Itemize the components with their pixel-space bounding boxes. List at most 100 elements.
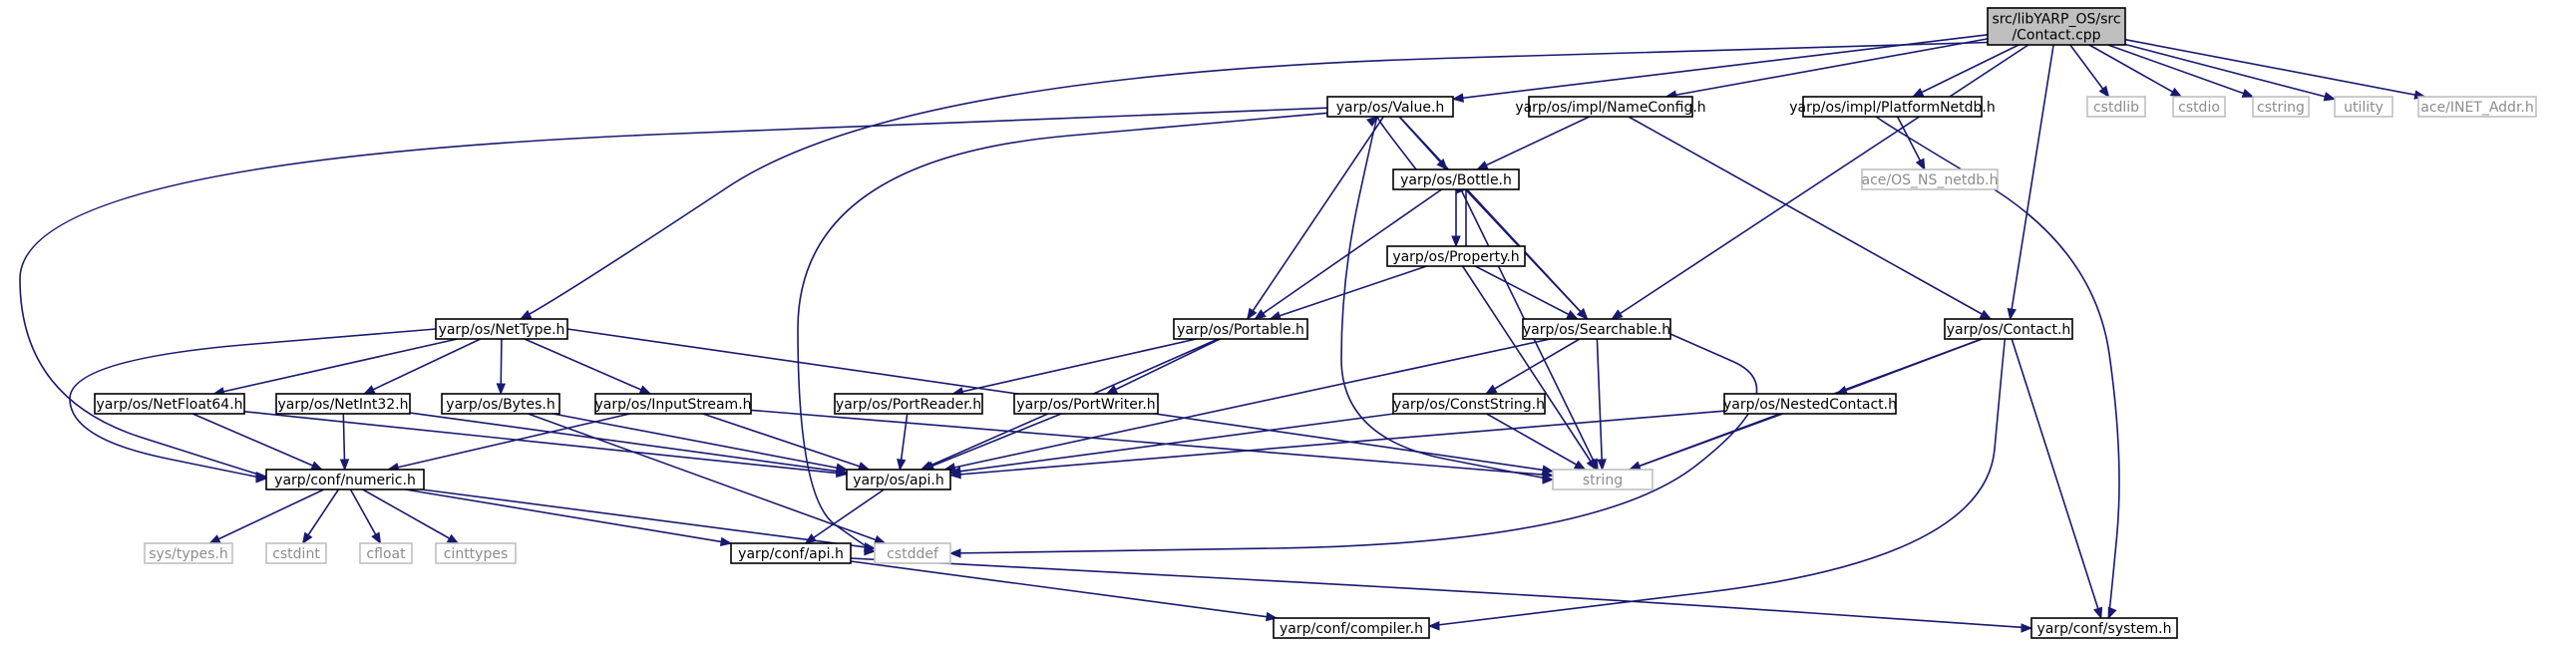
node-bytes[interactable]: yarp/os/Bytes.h — [441, 393, 560, 415]
node-nameconfig[interactable]: yarp/os/impl/NameConfig.h — [1515, 96, 1706, 118]
edge-arrowhead — [1475, 161, 1489, 170]
node-bottle[interactable]: yarp/os/Bottle.h — [1392, 168, 1520, 190]
edge-arrowhead — [1573, 460, 1587, 471]
node-netfloat64[interactable]: yarp/os/NetFloat64.h — [94, 393, 245, 415]
node-system[interactable]: yarp/conf/system.h — [2030, 617, 2178, 639]
edge-line — [850, 557, 2032, 629]
node-numeric[interactable]: yarp/conf/numeric.h — [265, 469, 425, 490]
edge-line — [405, 488, 732, 544]
edge-root-to-utility — [2124, 43, 2337, 102]
edge-contact-to-system — [2011, 338, 2103, 620]
edge-searchable-to-string — [1596, 338, 1607, 472]
node-root[interactable]: src/libYARP_OS/src/Contact.cpp — [1987, 7, 2126, 46]
node-box — [359, 542, 413, 564]
node-label: cstdint — [272, 546, 320, 562]
node-nettype[interactable]: yarp/os/NetType.h — [435, 318, 568, 340]
edge-line — [1912, 44, 2020, 98]
node-inputstream[interactable]: yarp/os/InputStream.h — [594, 393, 752, 415]
edge-line — [19, 107, 1328, 478]
edge-netfloat64-to-numeric — [191, 413, 324, 471]
edge-line — [69, 328, 437, 480]
node-string: string — [1552, 469, 1654, 490]
node-box — [1392, 393, 1546, 415]
edge-line — [1376, 116, 1417, 170]
node-osapi[interactable]: yarp/os/api.h — [846, 469, 951, 490]
edge-line — [1476, 116, 1591, 170]
edge-platformnetdb-to-system — [1875, 116, 2120, 620]
edge-line — [1340, 116, 1554, 481]
node-cinttypes: cinttypes — [435, 542, 517, 564]
node-portwriter[interactable]: yarp/os/PortWriter.h — [1013, 393, 1159, 415]
node-contact[interactable]: yarp/os/Contact.h — [1944, 318, 2073, 340]
node-compiler[interactable]: yarp/conf/compiler.h — [1273, 617, 1430, 639]
node-inetaddr: ace/INET_Addr.h — [2417, 96, 2537, 118]
edge-arrowhead — [1586, 458, 1598, 472]
edge-arrowhead — [1436, 159, 1448, 170]
edge-nameconfig-to-bottle — [1475, 116, 1591, 170]
edge-arrowhead — [1246, 307, 1258, 321]
edge-conststring-to-string — [1486, 413, 1587, 471]
node-label: yarp/os/InputStream.h — [594, 397, 751, 413]
edge-line — [1875, 116, 2120, 619]
node-label: yarp/os/Value.h — [1336, 100, 1445, 116]
edge-arrowhead — [2021, 623, 2033, 633]
edge-line — [520, 41, 1989, 320]
edge-contact-to-compiler — [1427, 338, 2007, 631]
node-label: yarp/os/Bytes.h — [446, 397, 554, 413]
node-box — [435, 542, 517, 564]
edge-arrowhead — [719, 536, 733, 547]
node-label: ace/OS_NS_netdb.h — [1862, 172, 1999, 188]
edge-netfloat64-to-osapi — [243, 411, 849, 479]
edge-line — [949, 333, 1758, 554]
edge-arrowhead — [948, 548, 961, 558]
node-cstring: cstring — [2252, 96, 2310, 118]
node-conststring[interactable]: yarp/os/ConstString.h — [1392, 393, 1546, 415]
node-portreader[interactable]: yarp/os/PortReader.h — [834, 393, 983, 415]
node-box — [265, 542, 327, 564]
edge-portreader-to-osapi — [897, 413, 909, 472]
node-box — [730, 542, 852, 564]
edge-line — [1464, 188, 1589, 320]
edge-line — [528, 413, 886, 544]
edges-layer — [19, 34, 2426, 633]
edge-line — [952, 338, 1197, 395]
node-platformnetdb[interactable]: yarp/os/impl/PlatformNetdb.h — [1789, 96, 1996, 118]
node-label: yarp/conf/numeric.h — [274, 473, 416, 488]
node-label: utility — [2344, 100, 2384, 116]
edge-arrowhead — [2093, 606, 2103, 620]
edge-line — [363, 338, 482, 395]
edge-portwriter-to-osapi — [921, 413, 1062, 471]
node-property[interactable]: yarp/os/Property.h — [1386, 245, 1526, 267]
edge-line — [2124, 43, 2336, 101]
node-cstdio: cstdio — [2172, 96, 2226, 118]
edge-arrowhead — [2169, 87, 2183, 98]
edge-inputstream-to-string — [750, 409, 1555, 480]
node-box — [834, 393, 983, 415]
node-label: cfloat — [366, 546, 406, 562]
node-box — [1522, 318, 1671, 340]
node-cstddef: cstddef — [874, 542, 951, 564]
node-label: yarp/os/NetInt32.h — [277, 397, 408, 413]
edge-line — [2069, 44, 2110, 98]
node-box — [874, 542, 951, 564]
edge-line — [1628, 116, 1992, 320]
edge-line — [805, 488, 885, 544]
node-value[interactable]: yarp/os/Value.h — [1326, 96, 1454, 118]
node-nestedcontact[interactable]: yarp/os/NestedContact.h — [1723, 393, 1897, 415]
node-portable[interactable]: yarp/os/Portable.h — [1173, 318, 1308, 340]
edge-nameconfig-to-contact — [1628, 116, 1993, 320]
node-netint32[interactable]: yarp/os/NetInt32.h — [275, 393, 411, 415]
node-searchable[interactable]: yarp/os/Searchable.h — [1522, 318, 1671, 340]
edge-line — [1486, 413, 1586, 471]
edge-arrowhead — [1542, 470, 1555, 480]
node-label: yarp/os/PortWriter.h — [1016, 397, 1155, 413]
node-box — [144, 542, 233, 564]
edge-line — [421, 488, 876, 549]
edge-arrowhead — [1254, 309, 1267, 320]
edge-line — [922, 413, 1062, 471]
edge-line — [301, 488, 340, 544]
edge-inputstream-to-numeric — [386, 413, 630, 473]
edge-arrowhead — [2323, 92, 2337, 102]
node-confapi[interactable]: yarp/conf/api.h — [730, 542, 852, 564]
node-label: cstring — [2257, 100, 2305, 116]
